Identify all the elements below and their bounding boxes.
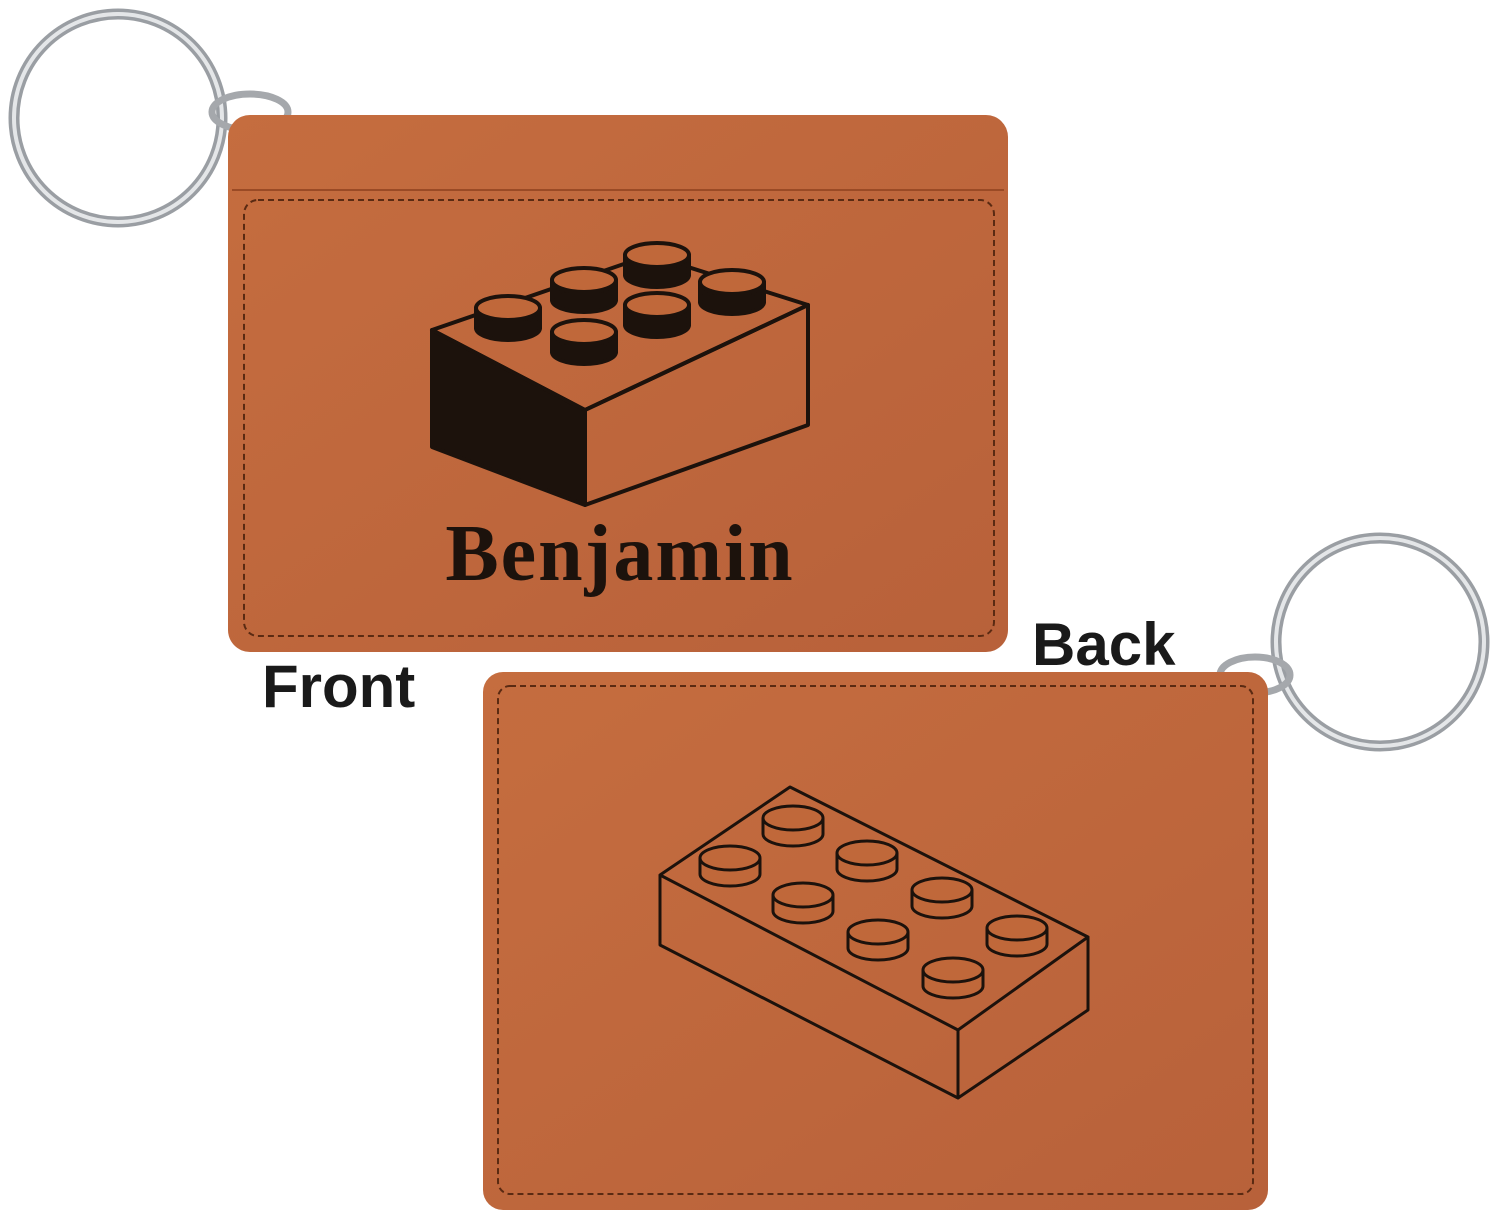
brick-engraving-front xyxy=(430,241,810,507)
back-wallet xyxy=(483,672,1268,1210)
back-label: Back xyxy=(1032,611,1176,678)
front-label: Front xyxy=(262,653,416,720)
brick-engraving-back xyxy=(658,785,1090,1100)
front-wallet: Benjamin xyxy=(228,115,1008,652)
engraved-name: Benjamin xyxy=(445,510,794,598)
